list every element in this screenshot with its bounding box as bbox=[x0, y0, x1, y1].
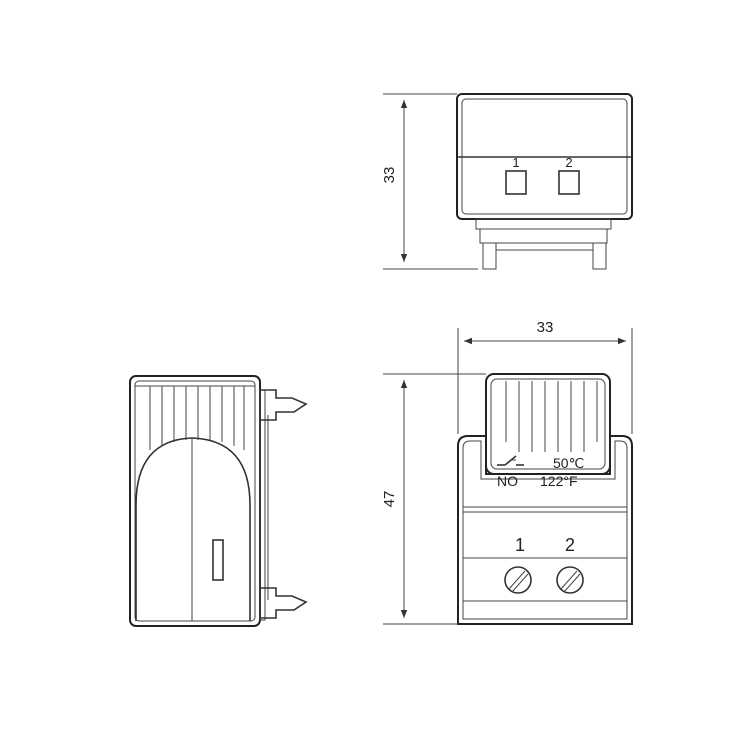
side-view-hook-top bbox=[260, 389, 308, 421]
front-view-width-dimension: 33 bbox=[457, 319, 633, 434]
front-view-cap-inner bbox=[490, 378, 606, 470]
side-view-hook-bottom bbox=[260, 587, 308, 619]
top-view-terminal-1 bbox=[505, 170, 527, 195]
top-view-rail-clip bbox=[475, 218, 612, 270]
side-view-window bbox=[212, 539, 224, 581]
top-view-terminal-2 bbox=[558, 170, 580, 195]
front-view: 50℃ NO 122°F 1 2 33 bbox=[381, 319, 633, 625]
front-view-height-dimension: 47 bbox=[381, 373, 486, 625]
side-view-rail bbox=[259, 389, 269, 621]
top-view-height-dimension: 33 bbox=[381, 93, 478, 270]
top-view: 1 2 33 bbox=[381, 93, 633, 270]
front-view-temperature-celsius: 50℃ bbox=[553, 455, 584, 471]
front-view-terminal-1-label: 1 bbox=[515, 535, 525, 555]
front-view-cap-outer bbox=[485, 373, 611, 475]
top-view-height-label: 33 bbox=[381, 167, 398, 184]
top-view-terminal-1-label: 1 bbox=[512, 155, 519, 170]
top-view-terminal-2-label: 2 bbox=[565, 155, 572, 170]
front-view-contact-type: NO bbox=[497, 473, 518, 489]
front-view-body-inner bbox=[462, 440, 628, 620]
side-view-ribs bbox=[135, 385, 255, 450]
front-view-terminal-2-label: 2 bbox=[565, 535, 575, 555]
side-view bbox=[129, 375, 308, 627]
front-view-cap-ribs bbox=[505, 381, 598, 452]
front-view-switch-symbol bbox=[497, 455, 524, 466]
front-view-width-label: 33 bbox=[537, 319, 554, 336]
front-view-temperature-fahrenheit: 122°F bbox=[540, 473, 578, 489]
front-view-screw-1 bbox=[504, 566, 532, 594]
side-view-cover-arch bbox=[135, 437, 251, 621]
front-view-screw-2 bbox=[556, 566, 584, 594]
front-view-height-label: 47 bbox=[381, 491, 398, 508]
front-view-body-outer bbox=[457, 435, 633, 625]
side-view-inner-body bbox=[134, 380, 256, 622]
